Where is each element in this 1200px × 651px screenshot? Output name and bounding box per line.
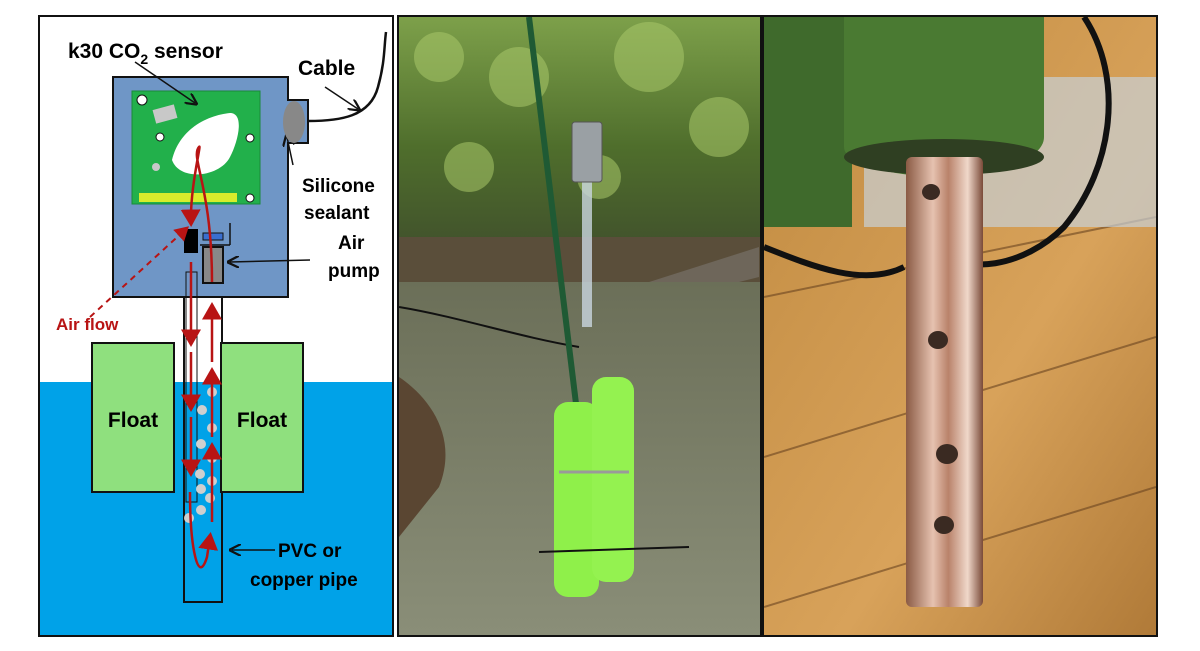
pipe-label-2: copper pipe bbox=[250, 570, 358, 591]
silicone-label-2: sealant bbox=[304, 203, 370, 224]
sensor-label: k30 CO2 sensor bbox=[68, 40, 223, 67]
foam-float-right bbox=[592, 377, 634, 582]
green-pole bbox=[526, 17, 580, 413]
valve bbox=[184, 229, 198, 253]
copper-pipe bbox=[906, 157, 983, 607]
float-right bbox=[220, 342, 304, 493]
float-left bbox=[91, 342, 175, 493]
clear-tube bbox=[582, 147, 592, 327]
foam-top bbox=[844, 17, 1044, 177]
diagram-panel: Float Float bbox=[38, 15, 394, 637]
silicone-label-1: Silicone bbox=[302, 176, 375, 197]
pump-label-2: pump bbox=[328, 261, 380, 282]
pipe-label-1: PVC or bbox=[278, 541, 342, 562]
float-left-label: Float bbox=[108, 409, 158, 432]
pump-cap bbox=[202, 232, 224, 241]
field-photo bbox=[399, 17, 760, 635]
foam-left bbox=[764, 17, 852, 227]
junction-box bbox=[571, 121, 603, 183]
foam-float-left bbox=[554, 402, 599, 597]
pipe-photo bbox=[764, 17, 1156, 635]
cable bbox=[307, 31, 388, 123]
cable-photo bbox=[399, 306, 580, 348]
connector-strip bbox=[139, 193, 237, 202]
pipe-photo-panel bbox=[762, 15, 1158, 637]
airflow-arrows bbox=[180, 145, 222, 569]
float-right-label: Float bbox=[237, 409, 287, 432]
sensor-chamber bbox=[172, 113, 239, 175]
diagram-svg: Float Float bbox=[40, 31, 392, 635]
airflow-label: Air flow bbox=[56, 315, 119, 334]
pump-label-1: Air bbox=[338, 233, 365, 254]
cable-label: Cable bbox=[298, 57, 355, 80]
field-photo-panel bbox=[397, 15, 762, 637]
pipe-holes bbox=[922, 184, 958, 534]
silicone-sealant bbox=[283, 101, 305, 143]
